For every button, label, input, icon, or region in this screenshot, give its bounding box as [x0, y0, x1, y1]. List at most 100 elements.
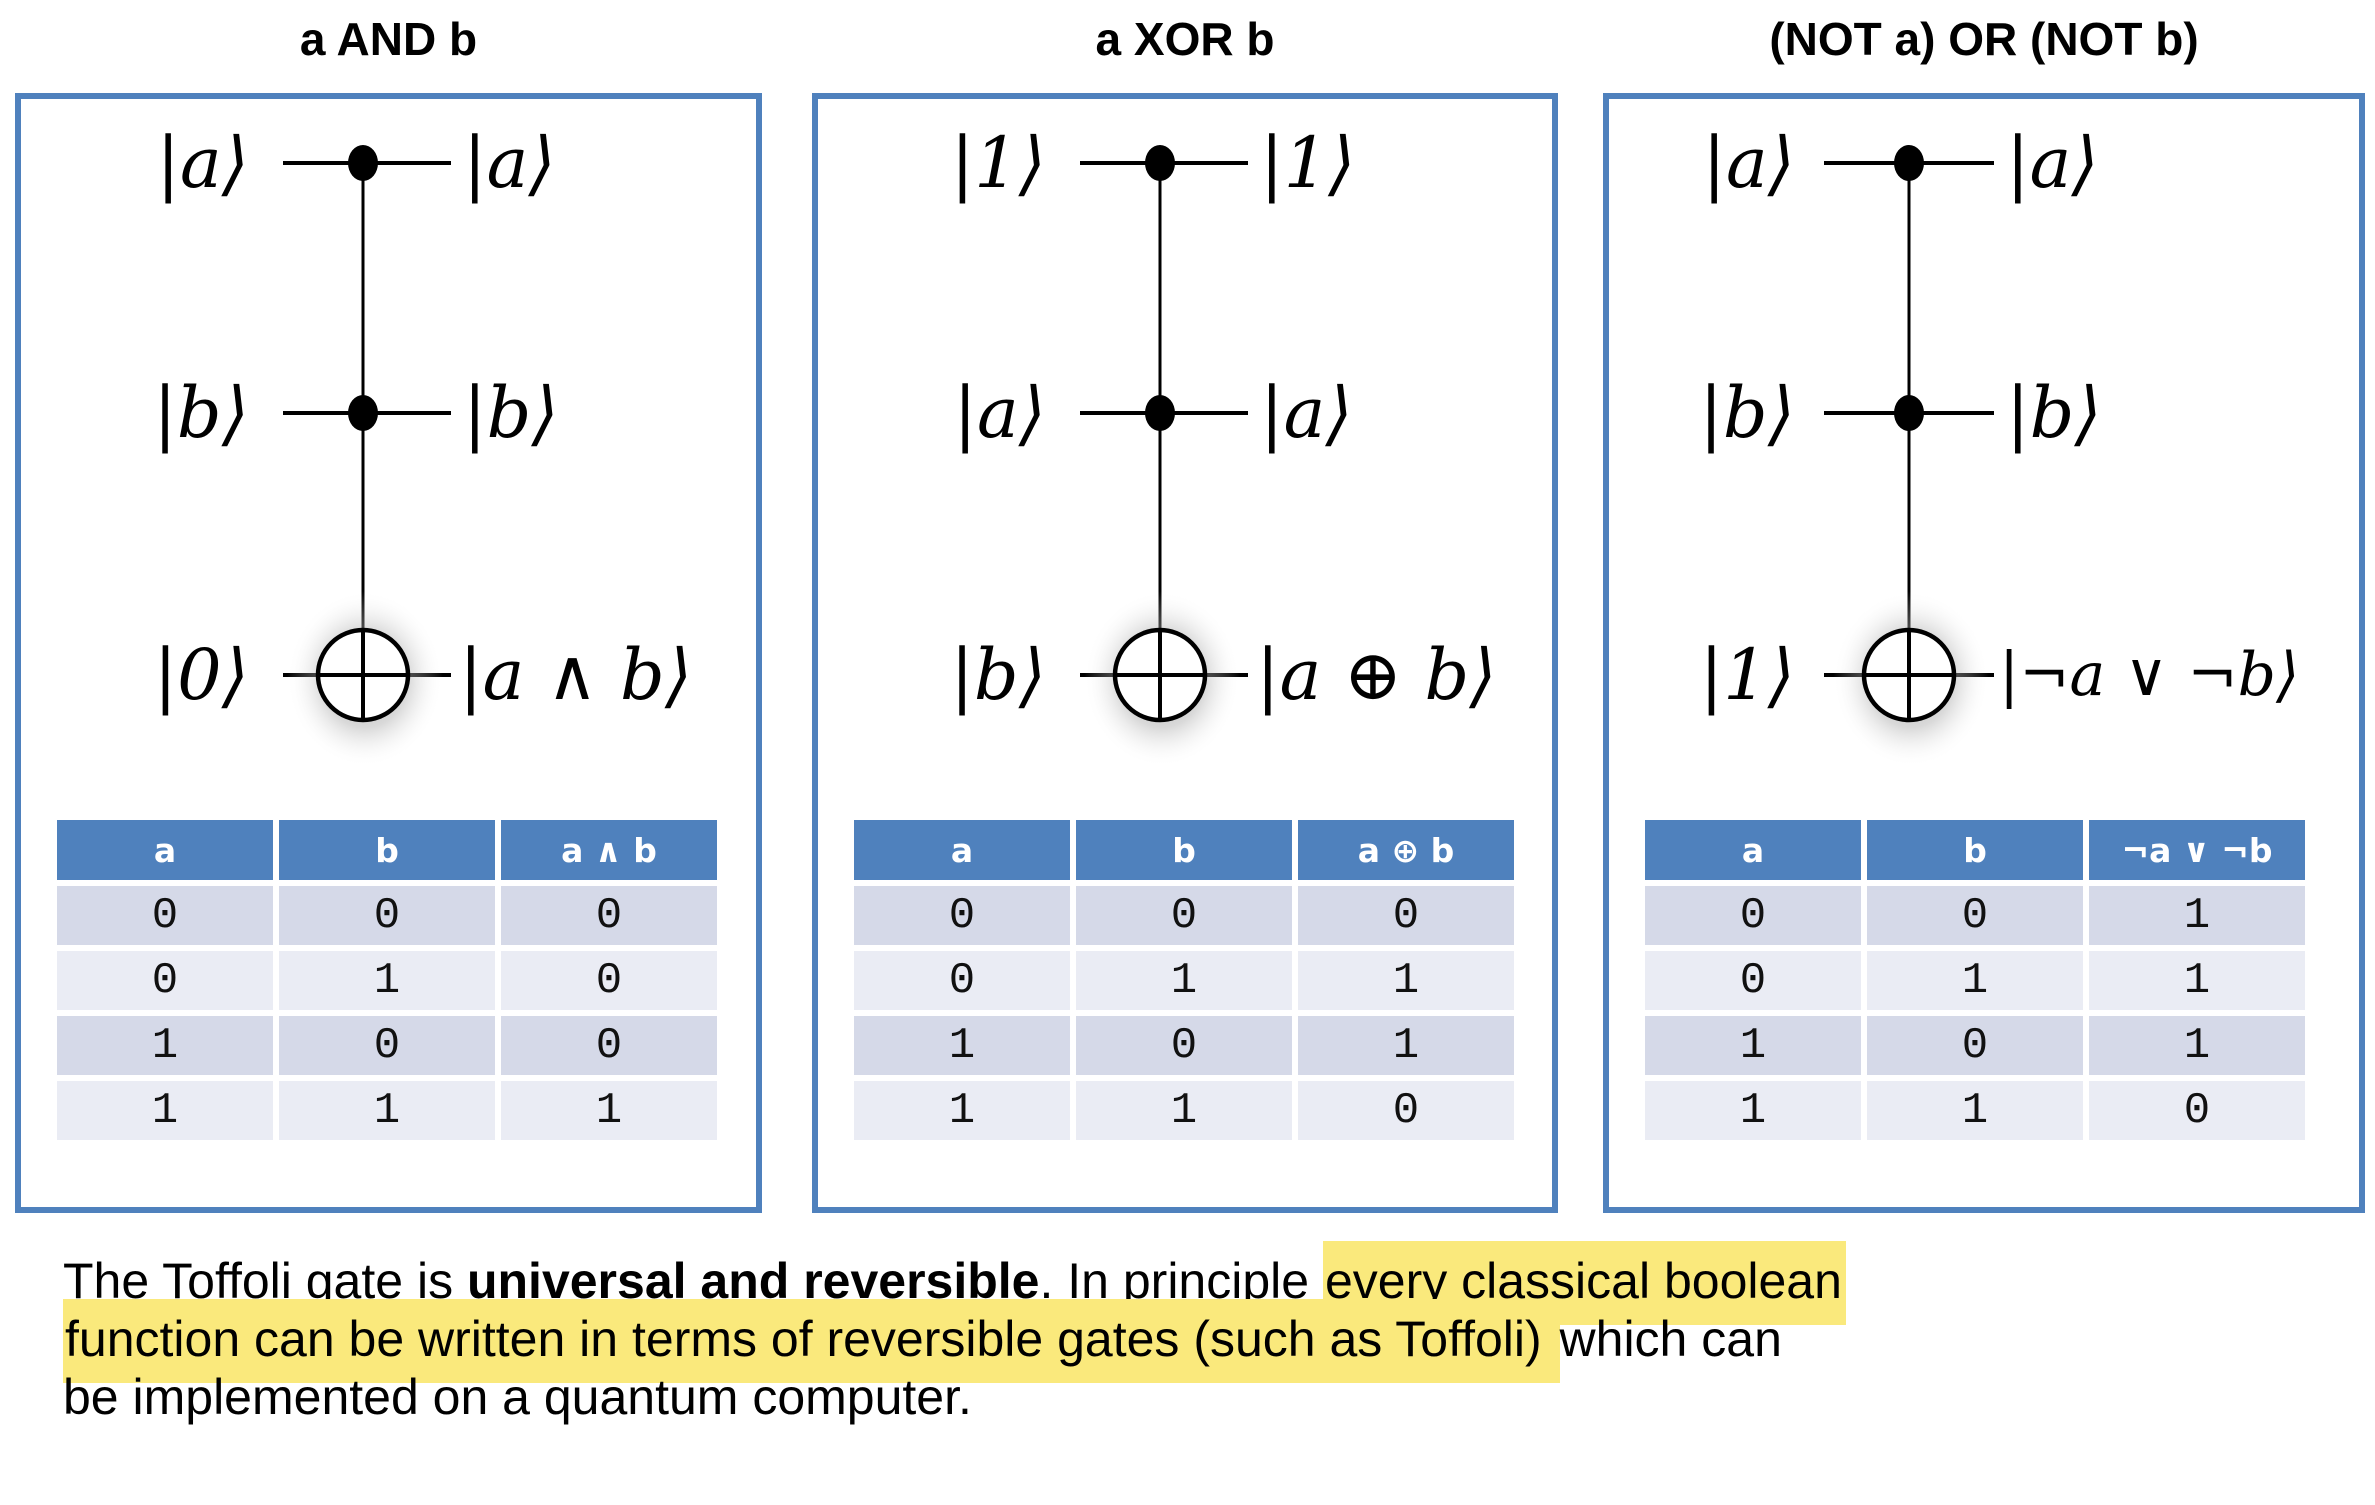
table-row: 0 1 1 [1645, 951, 2305, 1010]
truth-table: a b ¬a ∨ ¬b 0 0 1 0 1 1 1 0 [1639, 814, 2311, 1146]
ket-label: |b⟩ [153, 372, 249, 454]
table-row: 0 1 0 [57, 951, 717, 1010]
table-cell: 1 [501, 1081, 717, 1140]
control-dot-icon [1145, 395, 1175, 431]
table-header-cell: ¬a ∨ ¬b [2089, 820, 2305, 880]
table-cell: 0 [1298, 1081, 1514, 1140]
table-cell: 1 [279, 951, 495, 1010]
table-cell: 0 [854, 951, 1070, 1010]
truth-table: a b a ∧ b 0 0 0 0 1 0 1 0 [51, 814, 723, 1146]
control-dot-icon [348, 395, 378, 431]
table-row: 1 1 1 [57, 1081, 717, 1140]
table-row: 0 0 0 [57, 886, 717, 945]
table-cell: 0 [57, 951, 273, 1010]
table-cell: 0 [501, 886, 717, 945]
ket-label: |a⟩ [953, 372, 1046, 454]
table-cell: 1 [854, 1016, 1070, 1075]
table-header-cell: a [57, 820, 273, 880]
table-cell: 1 [2089, 951, 2305, 1010]
ket-label: |a⟩ [1702, 122, 1795, 204]
ket-label: |b⟩ [2006, 372, 2102, 454]
table-cell: 0 [1645, 951, 1861, 1010]
table-header-cell: a ∧ b [501, 820, 717, 880]
table-row: 0 0 0 [854, 886, 1514, 945]
table-header-cell: a [854, 820, 1070, 880]
table-cell: 1 [1298, 1016, 1514, 1075]
panel-nand: (NOT a) OR (NOT b) |a⟩ |b⟩ |1⟩ |a⟩ |b⟩ |… [1603, 0, 2365, 1220]
table-cell: 0 [501, 1016, 717, 1075]
table-cell: 0 [1076, 886, 1292, 945]
ket-label: |a⟩ [156, 122, 249, 204]
table-cell: 0 [57, 886, 273, 945]
toffoli-circuit-diagram: |1⟩ |a⟩ |b⟩ |1⟩ |a⟩ |a ⊕ b⟩ [950, 122, 1497, 767]
table-cell: 0 [1076, 1016, 1292, 1075]
table-cell: 0 [1298, 886, 1514, 945]
table-cell: 1 [2089, 886, 2305, 945]
panel-title: (NOT a) OR (NOT b) [1769, 13, 2199, 65]
panel-title: a XOR b [1095, 13, 1275, 65]
ket-label: |b⟩ [463, 372, 559, 454]
ket-label: |a ∧ b⟩ [459, 634, 692, 716]
panel-xor: a XOR b |1⟩ |a⟩ |b⟩ |1⟩ |a⟩ |a ⊕ b⟩ a b [812, 0, 1558, 1220]
control-dot-icon [348, 145, 378, 181]
footer-text: which can [1559, 1311, 1782, 1367]
table-cell: 1 [1645, 1016, 1861, 1075]
ket-label: |1⟩ [1700, 634, 1795, 716]
table-cell: 0 [1867, 1016, 2083, 1075]
table-cell: 1 [1076, 1081, 1292, 1140]
table-cell: 0 [279, 1016, 495, 1075]
table-cell: 1 [57, 1016, 273, 1075]
ket-label: |a⟩ [2006, 122, 2099, 204]
table-cell: 0 [1645, 886, 1861, 945]
panel-box: |a⟩ |b⟩ |1⟩ |a⟩ |b⟩ |¬a ∨ ¬b⟩ a b ¬a ∨ ¬… [1603, 93, 2365, 1213]
table-row: 0 0 1 [1645, 886, 2305, 945]
panel-and: a AND b |a⟩ |b⟩ |0⟩ |a⟩ |b⟩ |a ∧ b⟩ a b [15, 0, 762, 1220]
table-cell: 1 [1867, 1081, 2083, 1140]
table-row: 1 0 1 [1645, 1016, 2305, 1075]
toffoli-circuit-diagram: |a⟩ |b⟩ |1⟩ |a⟩ |b⟩ |¬a ∨ ¬b⟩ [1699, 122, 2299, 767]
table-cell: 0 [501, 951, 717, 1010]
truth-table: a b a ⊕ b 0 0 0 0 1 1 1 0 [848, 814, 1520, 1146]
table-row: 0 1 1 [854, 951, 1514, 1010]
table-cell: 0 [1867, 886, 2083, 945]
ket-label: |1⟩ [1260, 122, 1355, 204]
table-cell: 1 [2089, 1016, 2305, 1075]
control-dot-icon [1145, 145, 1175, 181]
ket-label: |a⟩ [463, 122, 556, 204]
table-cell: 1 [57, 1081, 273, 1140]
toffoli-circuit-diagram: |a⟩ |b⟩ |0⟩ |a⟩ |b⟩ |a ∧ b⟩ [153, 122, 692, 767]
table-header-cell: b [1076, 820, 1292, 880]
table-header-cell: b [279, 820, 495, 880]
panel-box: |1⟩ |a⟩ |b⟩ |1⟩ |a⟩ |a ⊕ b⟩ a b a ⊕ b 0 … [812, 93, 1558, 1213]
table-cell: 1 [279, 1081, 495, 1140]
ket-label: |b⟩ [1699, 372, 1795, 454]
panel-title: a AND b [299, 13, 478, 65]
ket-label: |b⟩ [950, 634, 1046, 716]
table-cell: 0 [2089, 1081, 2305, 1140]
table-cell: 1 [1867, 951, 2083, 1010]
ket-label: |0⟩ [154, 634, 249, 716]
table-header-row: a b ¬a ∨ ¬b [1645, 820, 2305, 880]
table-cell: 1 [1298, 951, 1514, 1010]
footer-paragraph: The Toffoli gate is universal and revers… [63, 1241, 2353, 1426]
table-cell: 1 [854, 1081, 1070, 1140]
table-header-cell: a [1645, 820, 1861, 880]
table-cell: 0 [854, 886, 1070, 945]
control-dot-icon [1894, 145, 1924, 181]
table-row: 1 1 0 [854, 1081, 1514, 1140]
ket-label: |1⟩ [951, 122, 1046, 204]
ket-label: |¬a ∨ ¬b⟩ [1999, 640, 2299, 710]
footer-text: be implemented on a quantum computer. [63, 1369, 972, 1425]
table-cell: 1 [1076, 951, 1292, 1010]
table-cell: 1 [1645, 1081, 1861, 1140]
table-header-cell: a ⊕ b [1298, 820, 1514, 880]
table-row: 1 0 1 [854, 1016, 1514, 1075]
ket-label: |a ⊕ b⟩ [1256, 634, 1497, 716]
table-row: 1 1 0 [1645, 1081, 2305, 1140]
panel-box: |a⟩ |b⟩ |0⟩ |a⟩ |b⟩ |a ∧ b⟩ a b a ∧ b 0 … [15, 93, 762, 1213]
table-row: 1 0 0 [57, 1016, 717, 1075]
table-header-row: a b a ⊕ b [854, 820, 1514, 880]
table-cell: 0 [279, 886, 495, 945]
control-dot-icon [1894, 395, 1924, 431]
table-header-row: a b a ∧ b [57, 820, 717, 880]
